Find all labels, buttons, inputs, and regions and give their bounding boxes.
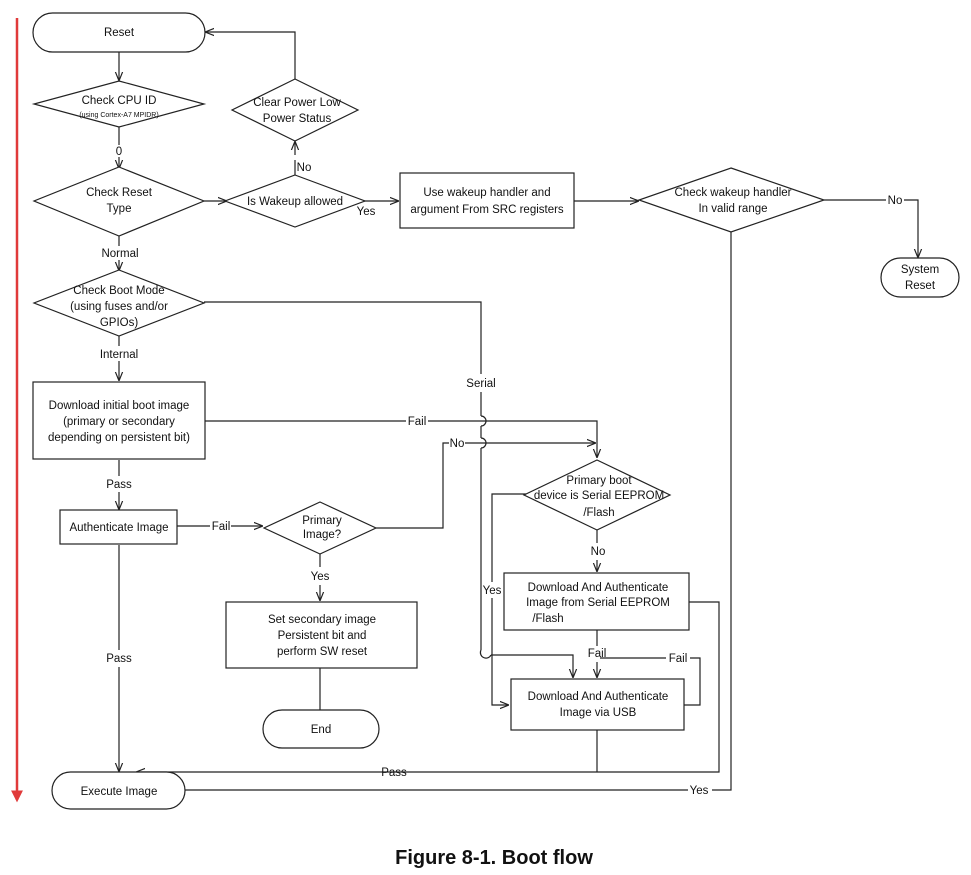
svg-text:perform SW reset: perform SW reset bbox=[277, 646, 368, 658]
edge-label-no-range: No bbox=[888, 195, 903, 207]
svg-text:Is Wakeup allowed: Is Wakeup allowed bbox=[247, 196, 343, 208]
execute-image-terminal: Execute Image bbox=[51, 771, 186, 810]
check-boot-mode-decision: Check Boot Mode (using fuses and/or GPIO… bbox=[32, 269, 206, 337]
svg-text:Download initial boot image: Download initial boot image bbox=[49, 400, 190, 412]
edge-label-fail-usb: Fail bbox=[669, 653, 688, 665]
use-wakeup-handler-box: Use wakeup handler and argument From SRC… bbox=[399, 172, 575, 229]
edge-label-fail-serial: Fail bbox=[588, 648, 607, 660]
svg-text:Image via USB: Image via USB bbox=[560, 707, 637, 719]
is-wakeup-allowed-decision: Is Wakeup allowed bbox=[223, 174, 367, 228]
edge-label-zero: 0 bbox=[116, 146, 122, 158]
svg-text:argument From SRC registers: argument From SRC registers bbox=[410, 204, 564, 216]
edge-label-yes-wakeup: Yes bbox=[357, 206, 376, 218]
set-secondary-image-box: Set secondary image Persistent bit and p… bbox=[225, 601, 418, 669]
svg-text:Check wakeup handler: Check wakeup handler bbox=[675, 187, 792, 199]
svg-text:In valid range: In valid range bbox=[698, 203, 767, 215]
svg-text:Image from Serial EEPROM: Image from Serial EEPROM bbox=[526, 597, 670, 609]
edge-label-no-serial: No bbox=[591, 546, 606, 558]
svg-text:(using Cortex-A7 MPIDR): (using Cortex-A7 MPIDR) bbox=[79, 112, 158, 119]
authenticate-image-box: Authenticate Image bbox=[59, 509, 178, 545]
svg-text:Download And Authenticate: Download And Authenticate bbox=[528, 582, 669, 594]
svg-text:/Flash: /Flash bbox=[532, 613, 563, 625]
svg-text:(using fuses and/or: (using fuses and/or bbox=[70, 301, 168, 313]
svg-text:Power Status: Power Status bbox=[263, 113, 332, 125]
edge-label-no-wakeup: No bbox=[297, 162, 312, 174]
svg-text:Use wakeup handler and: Use wakeup handler and bbox=[423, 187, 550, 199]
primary-boot-device-decision: Primary boot device is Serial EEPROM /Fl… bbox=[522, 459, 672, 531]
edge-label-normal: Normal bbox=[101, 248, 138, 260]
check-reset-type-decision: Check Reset Type bbox=[32, 166, 206, 237]
svg-text:Persistent bit and: Persistent bit and bbox=[278, 630, 367, 642]
svg-text:Primary boot: Primary boot bbox=[566, 475, 632, 487]
svg-text:Reset: Reset bbox=[905, 280, 936, 292]
edge-label-serial: Serial bbox=[466, 378, 495, 390]
svg-text:Reset: Reset bbox=[104, 27, 135, 39]
svg-text:Download And Authenticate: Download And Authenticate bbox=[528, 691, 669, 703]
edge-label-fail-auth: Fail bbox=[212, 521, 231, 533]
edge-label-yes-range: Yes bbox=[690, 785, 709, 797]
svg-text:Check CPU ID: Check CPU ID bbox=[82, 95, 157, 107]
svg-text:Authenticate Image: Authenticate Image bbox=[69, 522, 168, 534]
download-initial-image-box: Download initial boot image (primary or … bbox=[32, 381, 206, 460]
end-terminal: End bbox=[262, 709, 380, 749]
clear-power-low-decision: Clear Power Low Power Status bbox=[230, 78, 360, 142]
svg-text:/Flash: /Flash bbox=[583, 507, 614, 519]
check-cpu-id-decision: Check CPU ID (using Cortex-A7 MPIDR) bbox=[31, 80, 207, 128]
svg-text:Clear Power Low: Clear Power Low bbox=[253, 97, 341, 109]
svg-text:GPIOs): GPIOs) bbox=[100, 317, 139, 329]
edge-label-pass-auth: Pass bbox=[106, 653, 132, 665]
svg-text:System: System bbox=[901, 264, 939, 276]
svg-text:depending on persistent bit): depending on persistent bit) bbox=[48, 432, 190, 444]
svg-text:Image?: Image? bbox=[303, 529, 341, 541]
connectors bbox=[119, 32, 918, 790]
edge-label-yes-primary: Yes bbox=[311, 571, 330, 583]
svg-text:Type: Type bbox=[107, 203, 132, 215]
system-reset-terminal: System Reset bbox=[880, 257, 960, 298]
svg-text:Primary: Primary bbox=[302, 515, 342, 527]
svg-text:End: End bbox=[311, 724, 331, 736]
edge-label-pass-usb: Pass bbox=[381, 767, 407, 779]
svg-text:Execute Image: Execute Image bbox=[81, 786, 158, 798]
edge-label-pass-download: Pass bbox=[106, 479, 132, 491]
download-serial-eeprom-box: Download And Authenticate Image from Ser… bbox=[503, 572, 690, 631]
edge-label-yes-serial: Yes bbox=[483, 585, 502, 597]
edge-label-fail-download: Fail bbox=[408, 416, 427, 428]
primary-image-decision: Primary Image? bbox=[262, 501, 378, 555]
edge-label-no-primary: No bbox=[450, 438, 465, 450]
svg-text:(primary or secondary: (primary or secondary bbox=[63, 416, 175, 428]
reset-terminal: Reset bbox=[32, 12, 206, 53]
edge-labels: 0 No Yes No Yes Normal Internal Serial F… bbox=[100, 146, 903, 797]
svg-text:Set secondary image: Set secondary image bbox=[268, 614, 376, 626]
svg-text:Check Reset: Check Reset bbox=[86, 187, 153, 199]
edge-label-internal: Internal bbox=[100, 349, 138, 361]
svg-text:device is Serial EEPROM: device is Serial EEPROM bbox=[534, 490, 664, 502]
download-usb-box: Download And Authenticate Image via USB bbox=[510, 678, 685, 731]
svg-text:Check Boot Mode: Check Boot Mode bbox=[73, 285, 164, 297]
check-wakeup-handler-decision: Check wakeup handler In valid range bbox=[637, 167, 826, 233]
figure-caption: Figure 8-1. Boot flow bbox=[395, 847, 593, 869]
